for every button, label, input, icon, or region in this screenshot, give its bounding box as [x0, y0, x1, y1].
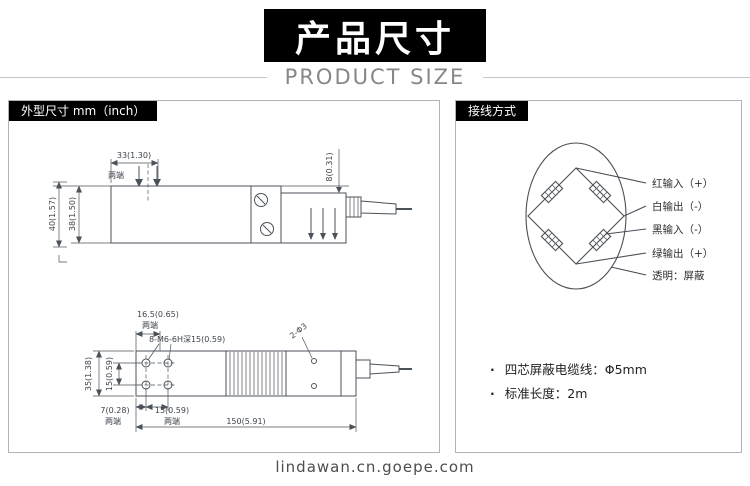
note-cable-length: · 标准长度：2m [490, 382, 741, 406]
dim-label-38: 38(1.50) [68, 197, 77, 231]
top-view-dimension-lines [93, 331, 357, 432]
side-view-dimension-lines [53, 149, 349, 263]
note-cable-spec: · 四芯屏蔽电缆线：Φ5mm [490, 358, 741, 382]
title-banner: 产品尺寸 [264, 9, 486, 62]
load-arrows [135, 164, 338, 240]
wire-leads [575, 167, 647, 276]
both-ends-label: 两端 [142, 320, 158, 330]
top-view-body [135, 336, 412, 397]
dimensions-panel: 外型尺寸 mm（inch） [8, 100, 440, 453]
thread-note-label: 8-M6-6H深15(0.59) [149, 335, 225, 344]
note-text: 四芯屏蔽电缆线：Φ5mm [504, 362, 647, 377]
dim-label-15-left: 15(0.59) [105, 357, 114, 391]
both-ends-label: 两端 [108, 170, 124, 180]
bullet-icon: · [490, 362, 495, 377]
content-panels: 外型尺寸 mm（inch） [0, 91, 750, 453]
wire-label-white: 白输出（-） [652, 200, 708, 213]
page-title-en: PRODUCT SIZE [266, 64, 484, 89]
screw-icon [254, 193, 268, 207]
screw-icon [260, 222, 274, 236]
strain-gauge-icon [540, 228, 564, 252]
dim-label-16-5: 16.5(0.65) [137, 310, 179, 319]
dim-label-33: 33(1.30) [117, 151, 151, 160]
wiring-diagram: 红输入（+） 白输出（-） 黑输入（-） 绿输出（+） 透明：屏蔽 [525, 142, 713, 290]
dim-label-15-bottom: 15(0.59) [155, 406, 189, 415]
page-title-cn: 产品尺寸 [294, 18, 455, 60]
side-view-body [110, 185, 412, 244]
subtitle-row: PRODUCT SIZE [0, 62, 750, 91]
cable-notes: · 四芯屏蔽电缆线：Φ5mm · 标准长度：2m [456, 356, 741, 406]
strain-gauge-icon [540, 180, 564, 204]
both-ends-label: 两端 [105, 416, 121, 426]
wire-label-shield: 透明：屏蔽 [652, 270, 705, 282]
dim-label-8: 8(0.31) [325, 152, 334, 181]
dimensions-panel-header: 外型尺寸 mm（inch） [9, 101, 158, 121]
dim-label-40: 40(1.57) [48, 197, 57, 231]
note-text: 标准长度：2m [504, 386, 588, 401]
wire-label-black: 黑输入（-） [652, 223, 708, 236]
wire-label-red: 红输入（+） [652, 177, 713, 190]
footer-url: lindawan.cn.goepe.com [275, 458, 475, 476]
bridge-symbol [527, 167, 625, 265]
strain-gauge-icon [588, 228, 612, 252]
cable-ellipse [525, 142, 627, 290]
dim-label-150: 150(5.91) [226, 417, 265, 426]
product-size-page: 产品尺寸 PRODUCT SIZE 外型尺寸 mm（inch） [0, 9, 750, 476]
wiring-panel-header: 接线方式 [456, 101, 529, 121]
strain-gauge-icon [588, 180, 612, 204]
bullet-icon: · [490, 386, 495, 401]
dim-label-35: 35(1.38) [84, 357, 93, 391]
outline-drawing: 33(1.30) 两端 8(0.31) 40(1.57) 38(1.50) [48, 149, 412, 432]
wiring-panel: 接线方式 [455, 100, 742, 453]
dim-label-7: 7(0.28) [100, 406, 129, 415]
both-ends-label: 两端 [164, 416, 180, 426]
wire-label-green: 绿输出（+） [652, 247, 713, 260]
hole-note-label: 2-Φ3 [288, 322, 309, 341]
